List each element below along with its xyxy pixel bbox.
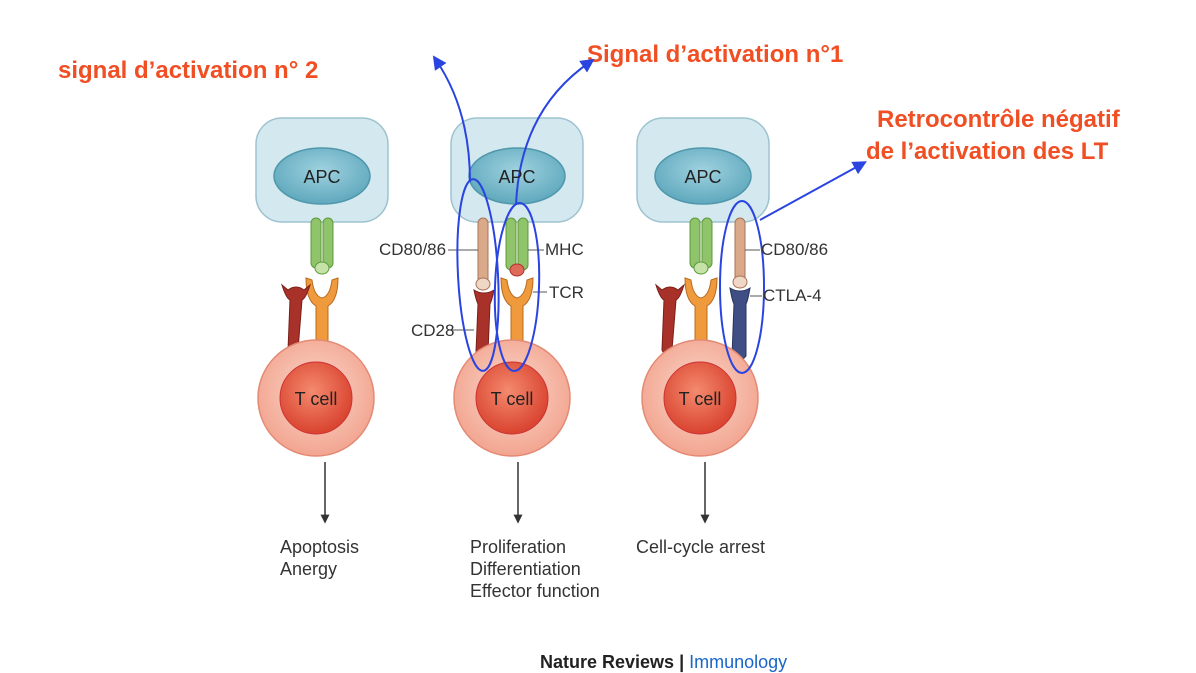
mhc-molecule (505, 217, 529, 277)
cd80-86-label-middle: CD80/86 (379, 240, 447, 259)
outcome-middle: Proliferation Differentiation Effector f… (470, 536, 600, 602)
outcome-line: Cell-cycle arrest (636, 537, 766, 557)
source-journal: Nature Reviews (540, 652, 675, 672)
apc-nucleus (654, 147, 752, 205)
panel-anergy (255, 117, 389, 524)
panel-activation (448, 117, 584, 524)
arrow-to-signal-2 (432, 55, 471, 183)
cd28-molecule (281, 283, 311, 356)
tcell-label: T cell (491, 389, 534, 409)
signal-2-label: signal d’activation n° 2 (58, 57, 319, 84)
source-field[interactable]: Immunology (689, 652, 788, 672)
outcome-line: Differentiation (470, 559, 581, 579)
apc-label: APC (498, 167, 535, 187)
cd28-label: CD28 (411, 321, 455, 340)
cd28-molecule (655, 283, 685, 356)
cd80-86-molecule (475, 217, 491, 291)
apc-nucleus (273, 147, 371, 205)
tcr-molecule (500, 277, 534, 361)
tcell-nucleus (663, 361, 737, 435)
ctla4-molecule (729, 287, 751, 362)
arrow-to-negative-feedback (759, 161, 867, 221)
outcome-right: Cell-cycle arrest (636, 536, 765, 558)
negative-feedback-label-line1: Retrocontrôle négatif (877, 106, 1120, 133)
outcome-line: Anergy (280, 559, 338, 579)
outcome-line: Effector function (470, 581, 600, 601)
tcell-label: T cell (679, 389, 722, 409)
outcome-left: Apoptosis Anergy (280, 536, 359, 580)
highlight-ellipse-cd28-cd80 (456, 178, 500, 372)
arrow-to-signal-1 (515, 58, 595, 206)
ctla4-label: CTLA-4 (763, 286, 822, 305)
tcr-molecule (684, 277, 718, 361)
cd80-86-label-right: CD80/86 (761, 240, 829, 259)
tcr-molecule (305, 277, 339, 361)
mhc-molecule (310, 217, 334, 275)
source-credit: Nature Reviews | Immunology (540, 652, 787, 673)
tcell-label: T cell (295, 389, 338, 409)
outcome-line: Apoptosis (280, 537, 360, 557)
tcell-nucleus (475, 361, 549, 435)
negative-feedback-label-line2: de l’activation des LT (866, 138, 1109, 165)
tcr-label: TCR (549, 283, 584, 302)
apc-label: APC (684, 167, 721, 187)
mhc-molecule (689, 217, 713, 275)
blue-annotations (432, 55, 867, 374)
highlight-ellipse-tcr-mhc (493, 202, 541, 372)
outcome-line: Proliferation (470, 537, 567, 557)
mhc-label: MHC (545, 240, 584, 259)
tcell-nucleus (279, 361, 353, 435)
cd80-86-molecule (732, 217, 748, 289)
apc-label: APC (303, 167, 340, 187)
panel-cell-cycle-arrest (636, 117, 770, 524)
highlight-ellipse-ctla4-cd80 (719, 200, 765, 374)
signal-1-label: Signal d’activation n°1 (587, 41, 844, 68)
source-separator: | (674, 652, 690, 672)
